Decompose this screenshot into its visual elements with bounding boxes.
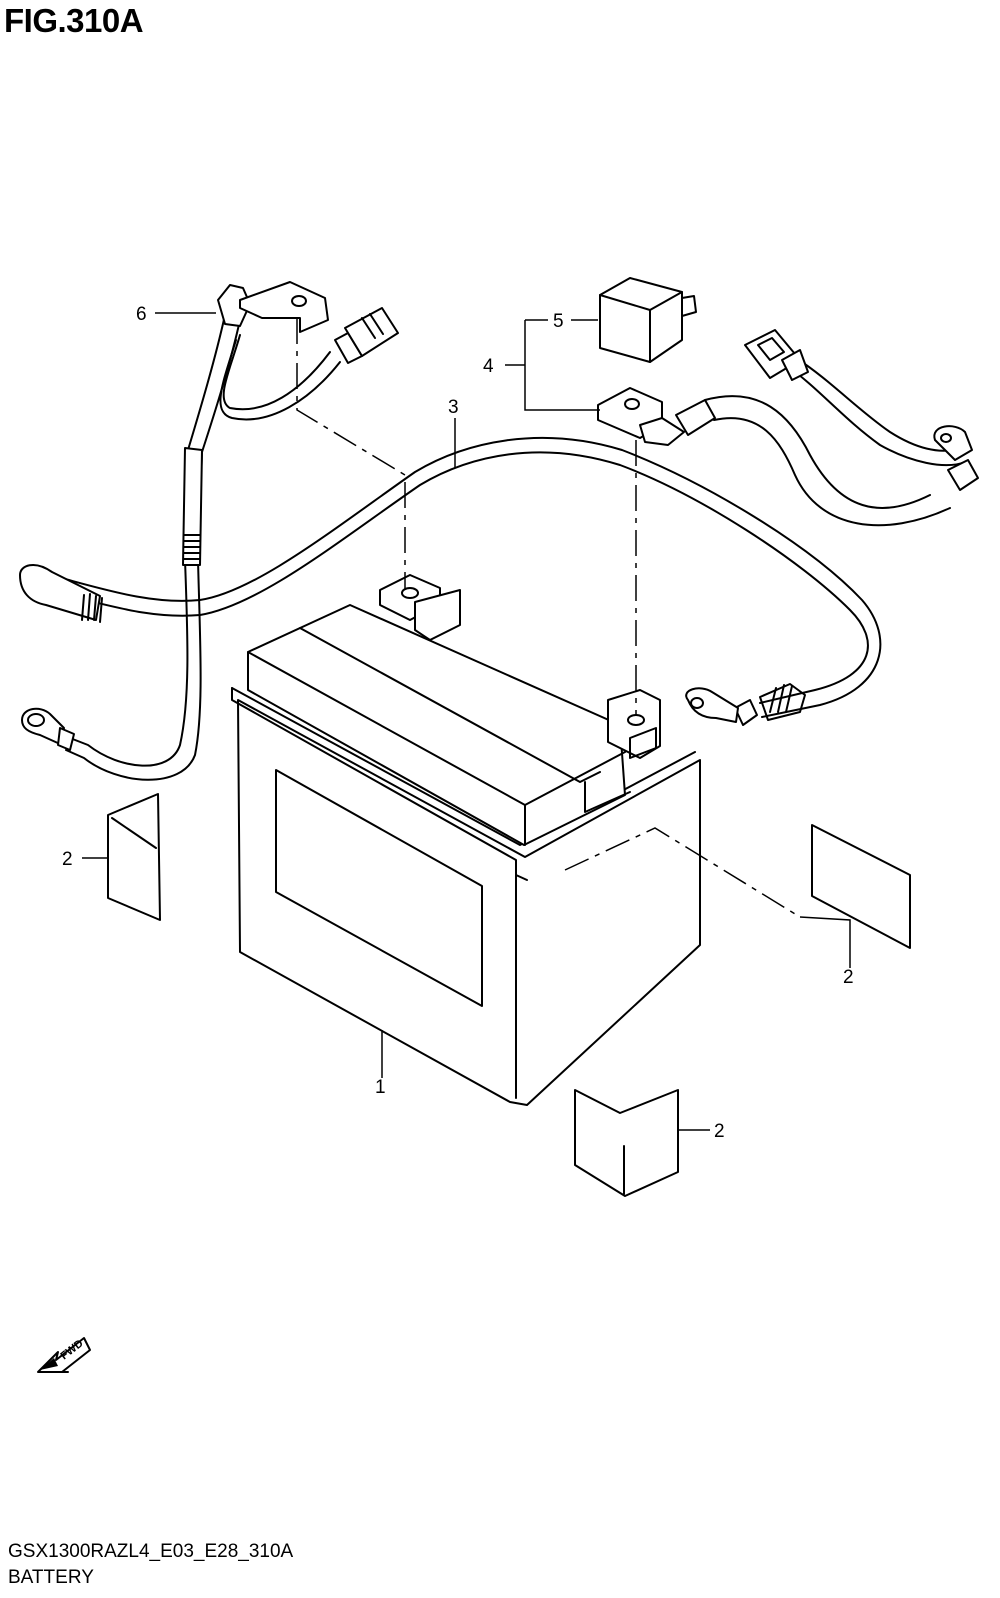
callout-2-right: 2: [843, 967, 854, 988]
lead-wire: [21, 281, 399, 781]
fwd-arrow-icon: FWD: [37, 1337, 91, 1373]
assembly-line-pad: [564, 827, 801, 918]
callout-4: 4: [483, 356, 494, 377]
figure-title: FIG.310A: [4, 2, 144, 39]
battery: [231, 574, 701, 1106]
battery-harness: [19, 436, 882, 726]
section-name: BATTERY: [8, 1567, 94, 1588]
model-code: GSX1300RAZL4_E03_E28_310A: [8, 1541, 294, 1562]
battery-pad-left: [107, 793, 161, 921]
terminal-cover: [599, 277, 697, 363]
callout-1: 1: [375, 1077, 386, 1098]
callout-3: 3: [448, 397, 459, 418]
battery-pad-bottom: [574, 1089, 679, 1197]
leader-2-right: [799, 916, 851, 968]
callout-5: 5: [553, 311, 564, 332]
leader-4-5: [505, 319, 600, 411]
assembly-line-lead: [296, 318, 406, 590]
callout-2-bottom: 2: [714, 1121, 725, 1142]
callout-6: 6: [136, 304, 147, 325]
battery-pad-right: [811, 824, 911, 949]
positive-lead-assembly: [597, 329, 979, 527]
callout-2-left: 2: [62, 849, 73, 870]
